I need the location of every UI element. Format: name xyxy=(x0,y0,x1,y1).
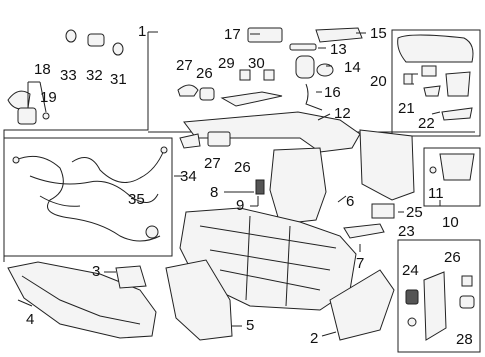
wiring-harness xyxy=(12,146,168,242)
label-15: 15 xyxy=(370,25,387,42)
label-33: 33 xyxy=(60,67,77,84)
console-body-detail xyxy=(199,215,337,307)
label-5: 5 xyxy=(246,317,254,334)
label-9: 9 xyxy=(236,197,244,214)
label-26-top: 26 xyxy=(196,65,213,82)
front-panel-5 xyxy=(165,259,233,341)
label-30: 30 xyxy=(248,55,265,72)
part-3 xyxy=(115,265,147,289)
label-13: 13 xyxy=(330,41,347,58)
label-17: 17 xyxy=(224,26,241,43)
label-14: 14 xyxy=(344,59,361,76)
label-27-top: 27 xyxy=(176,57,193,74)
label-31: 31 xyxy=(110,71,127,88)
label-26-middle: 26 xyxy=(234,159,251,176)
part-number-labels: 1 2 3 4 5 6 7 8 9 10 11 12 13 14 15 16 1… xyxy=(26,23,473,348)
wiring-harness-detail-box xyxy=(3,137,173,257)
label-27-middle: 27 xyxy=(204,155,221,172)
switch-part-25 xyxy=(371,203,395,219)
label-6: 6 xyxy=(346,193,354,210)
label-25: 25 xyxy=(406,204,423,221)
label-7: 7 xyxy=(356,255,364,272)
label-4: 4 xyxy=(26,311,34,328)
label-2: 2 xyxy=(310,330,318,347)
label-1: 1 xyxy=(138,23,146,40)
label-19: 19 xyxy=(40,89,57,106)
armrest-lid-detail-box xyxy=(391,29,481,137)
small-parts-group xyxy=(7,29,124,125)
label-21: 21 xyxy=(398,100,415,117)
storage-bin-detail-box xyxy=(423,147,481,207)
console-upper-trim xyxy=(183,111,361,153)
label-23: 23 xyxy=(398,223,415,240)
switch-parts xyxy=(179,131,231,149)
label-35: 35 xyxy=(128,191,145,208)
side-panel-4 xyxy=(7,261,157,339)
label-32: 32 xyxy=(86,67,103,84)
armrest-lid xyxy=(397,34,474,63)
pad-part-7 xyxy=(343,223,385,239)
label-16: 16 xyxy=(324,84,341,101)
storage-bin xyxy=(439,153,475,181)
label-34: 34 xyxy=(180,168,197,185)
leader-lines xyxy=(17,32,441,337)
clip-part-11 xyxy=(429,166,437,174)
fasteners-8-9 xyxy=(255,179,265,206)
armrest-hinge-parts xyxy=(403,65,473,121)
label-10: 10 xyxy=(442,214,459,231)
label-28: 28 xyxy=(456,331,473,348)
label-3: 3 xyxy=(92,263,100,280)
side-trim-parts xyxy=(405,271,475,341)
label-29: 29 xyxy=(218,55,235,72)
upper-console-parts xyxy=(177,27,363,111)
side-trim-detail-box xyxy=(397,239,481,353)
label-8: 8 xyxy=(210,184,218,201)
label-26-right-box: 26 xyxy=(444,249,461,266)
console-bracket xyxy=(269,147,327,225)
label-20: 20 xyxy=(370,73,387,90)
label-18: 18 xyxy=(34,61,51,78)
console-rear-bracket xyxy=(359,129,415,201)
label-11: 11 xyxy=(428,185,444,202)
label-22: 22 xyxy=(418,115,435,132)
label-24: 24 xyxy=(402,262,419,279)
rear-trim-2 xyxy=(329,269,395,341)
label-12: 12 xyxy=(334,105,351,122)
